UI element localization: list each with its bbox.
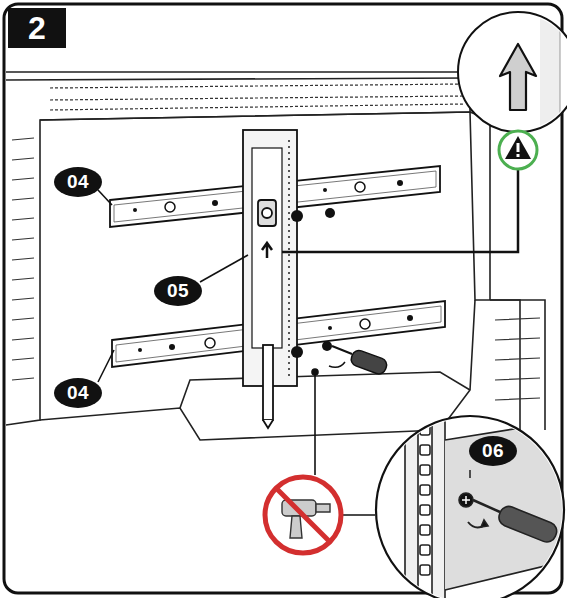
warning-symbol xyxy=(499,131,537,169)
wall-bracket xyxy=(243,130,297,428)
step-number: 2 xyxy=(8,8,66,48)
no-power-drill-symbol xyxy=(265,477,341,553)
callout-number: 05 xyxy=(154,276,202,306)
callout-text: 06 xyxy=(482,440,504,462)
step-number-text: 2 xyxy=(28,10,46,47)
screwdriver xyxy=(329,346,389,376)
callout-number: 04 xyxy=(54,167,102,197)
detail-arrow xyxy=(458,12,567,140)
callout-text: 04 xyxy=(67,171,89,193)
callout-number: 06 xyxy=(469,436,517,466)
callout-text: 05 xyxy=(167,280,189,302)
screw xyxy=(291,208,335,358)
callout-text: 04 xyxy=(67,382,89,404)
vent-slots xyxy=(12,84,540,400)
callout-number: 04 xyxy=(54,378,102,408)
detail-zoom xyxy=(376,400,567,598)
